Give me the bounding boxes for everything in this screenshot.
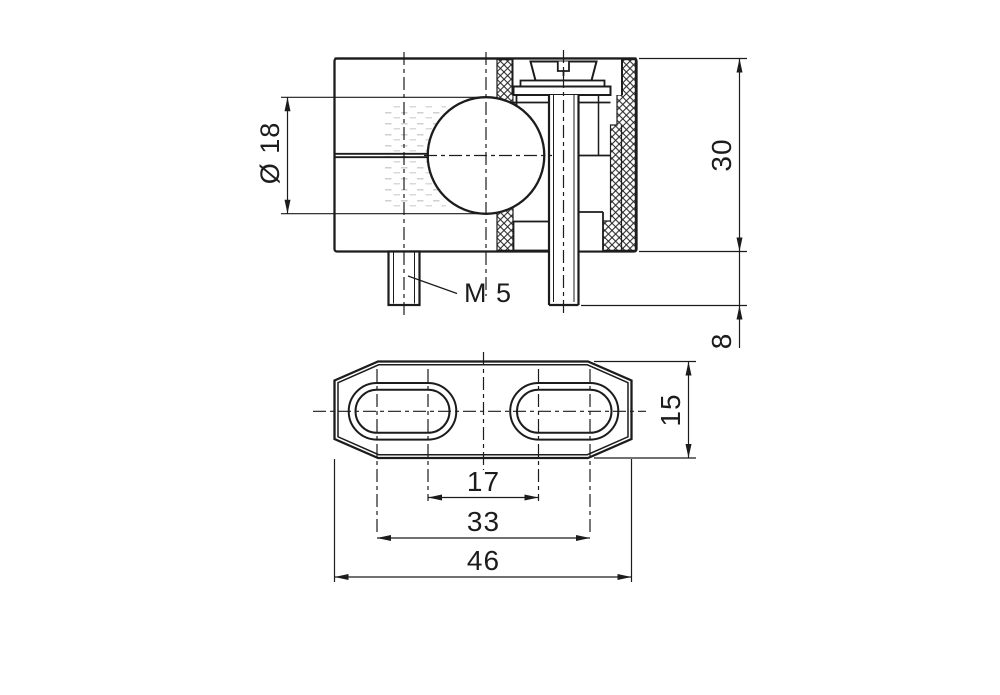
arrowhead: [685, 361, 692, 376]
thread-label: M 5: [464, 278, 512, 308]
dim-overall-height: 30: [639, 57, 747, 348]
dim-label-plate-depth: 15: [655, 393, 686, 426]
dim-slot-near-span: 17: [428, 466, 539, 501]
plan-centerlines: [313, 352, 646, 535]
arrowhead: [685, 444, 692, 458]
plate-outline-inner: [337, 364, 629, 456]
arrowhead: [736, 237, 743, 252]
clamp-slit: [334, 152, 429, 159]
dim-slot-far-span: 33: [377, 506, 590, 541]
front-centerlines: [403, 50, 565, 318]
arrowhead: [334, 574, 349, 580]
dim-bore-diameter: Ø 18: [255, 96, 486, 215]
dim-label-overall-width: 46: [467, 545, 500, 576]
dim-label-screw-protrusion: 8: [706, 333, 737, 350]
dim-label-bore-diameter: Ø 18: [255, 122, 285, 185]
arrowhead: [617, 574, 632, 580]
dim-plate-depth: 15: [594, 360, 696, 459]
arrowhead: [284, 97, 291, 112]
plan-view: [313, 352, 646, 535]
arrowhead: [377, 535, 391, 541]
arrowhead: [524, 494, 539, 501]
arrowhead: [284, 199, 291, 214]
dim-label-slot-far-span: 33: [467, 506, 500, 537]
arrowhead: [736, 305, 743, 320]
dim-overall-width: 46: [333, 459, 633, 582]
thread-callout: M 5: [407, 275, 512, 308]
dim-screw-protrusion: 8: [581, 304, 747, 350]
front-view: [333, 50, 638, 318]
slot-right-inner: [516, 388, 613, 434]
arrowhead: [576, 535, 590, 541]
dim-label-overall-height: 30: [706, 138, 737, 171]
slot-left-inner: [354, 388, 451, 434]
washer: [512, 85, 612, 96]
arrowhead: [736, 58, 743, 73]
jaw-lower-left: [512, 220, 550, 252]
dim-label-slot-near-span: 17: [467, 466, 500, 497]
screw-shaft-edges: [547, 95, 580, 307]
arrowhead: [428, 494, 442, 501]
